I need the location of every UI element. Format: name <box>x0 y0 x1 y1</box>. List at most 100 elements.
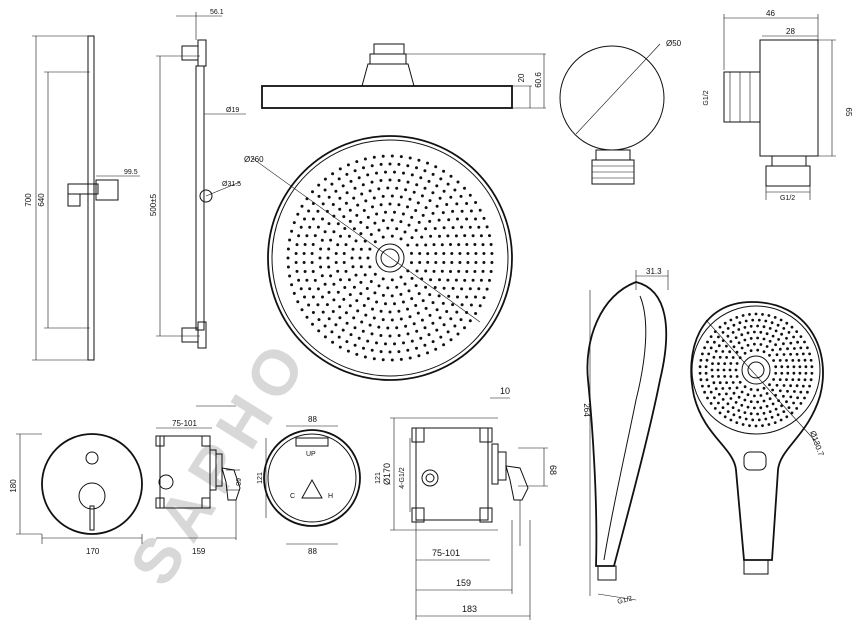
nozzle-dot <box>432 243 436 247</box>
nozzle-dot <box>307 303 311 307</box>
nozzle-dot <box>406 332 410 336</box>
nozzle-dot <box>393 342 396 346</box>
nozzle-dot <box>305 278 309 282</box>
nozzle-dot <box>393 302 396 306</box>
nozzle-dot <box>446 278 450 282</box>
nozzle-dot <box>331 310 335 313</box>
nozzle-dot <box>347 278 351 282</box>
nozzle-dot <box>414 209 418 212</box>
nozzle-dot <box>490 252 494 255</box>
nozzle-dot <box>327 265 331 269</box>
nozzle-dot <box>302 252 306 255</box>
nozzle-dot <box>447 218 451 222</box>
nozzle-dot <box>323 282 327 286</box>
nozzle-dot <box>721 350 725 353</box>
nozzle-dot <box>446 234 450 238</box>
nozzle-dot <box>741 314 745 317</box>
nozzle-dot <box>357 176 361 180</box>
nozzle-dot <box>713 340 716 344</box>
dim-outlet-height: 65 <box>844 108 853 117</box>
nozzle-dot <box>810 365 814 369</box>
nozzle-dot <box>342 215 346 219</box>
watermark: SAPHO <box>116 324 324 598</box>
nozzle-dot <box>342 297 346 301</box>
nozzle-dot <box>435 184 439 188</box>
hand-nozzle-dots <box>698 312 814 428</box>
nozzle-dot <box>368 189 372 193</box>
nozzle-dot <box>386 186 390 190</box>
hand-shower-side-view: 31.3 264 G1/2 <box>582 267 669 606</box>
nozzle-dot <box>415 346 418 350</box>
nozzle-dot <box>471 234 475 238</box>
nozzle-dot <box>438 316 442 320</box>
nozzle-dot <box>386 286 390 290</box>
nozzle-dot <box>810 371 814 375</box>
nozzle-dot <box>286 265 290 269</box>
nozzle-dot <box>735 421 739 424</box>
nozzle-dot <box>341 184 345 188</box>
nozzle-dot <box>410 297 414 301</box>
nozzle-dot <box>716 368 720 372</box>
nozzle-dot <box>703 346 706 350</box>
nozzle-dot <box>474 252 478 255</box>
nozzle-dot <box>458 252 462 255</box>
nozzle-dot <box>767 423 771 426</box>
nozzle-dot <box>424 227 428 231</box>
nozzle-dot <box>428 313 432 317</box>
nozzle-dot <box>338 305 342 309</box>
nozzle-dot <box>757 418 761 422</box>
nozzle-dot <box>468 319 472 323</box>
nozzle-dot <box>463 326 466 330</box>
nozzle-dot <box>738 415 742 419</box>
nozzle-dot <box>737 341 741 345</box>
nozzle-dot <box>388 162 392 166</box>
nozzle-dot <box>344 311 348 315</box>
nozzle-dot <box>384 302 387 306</box>
nozzle-dot <box>478 208 482 212</box>
nozzle-dot <box>717 375 720 378</box>
nozzle-dot <box>748 424 751 427</box>
nozzle-dot <box>365 226 369 229</box>
nozzle-dot <box>796 340 799 344</box>
nozzle-dot <box>346 349 350 353</box>
nozzle-dot <box>753 394 756 398</box>
nozzle-dot <box>714 349 718 353</box>
nozzle-dot <box>377 325 381 329</box>
nozzle-dot <box>317 329 321 333</box>
nozzle-dot <box>754 424 758 428</box>
nozzle-dot <box>323 335 327 339</box>
dim-rail-total: 700 <box>24 193 33 207</box>
nozzle-dot <box>801 352 805 356</box>
nozzle-dot <box>746 331 750 335</box>
nozzle-dot <box>759 330 763 334</box>
nozzle-dot <box>785 378 788 381</box>
nozzle-dot <box>729 375 733 378</box>
nozzle-dot <box>780 404 783 408</box>
nozzle-dot <box>349 179 353 183</box>
nozzle-dot <box>699 378 703 382</box>
nozzle-dot <box>442 261 446 264</box>
nozzle-dot <box>434 252 438 255</box>
nozzle-dot <box>327 247 331 251</box>
nozzle-dot <box>362 346 365 350</box>
nozzle-dot <box>790 325 794 329</box>
nozzle-dot <box>456 180 460 184</box>
nozzle-dot <box>406 307 409 311</box>
nozzle-dot <box>428 199 432 203</box>
nozzle-dot <box>403 282 407 286</box>
nozzle-dot <box>388 350 392 354</box>
nozzle-dot <box>397 350 401 354</box>
nozzle-dot <box>342 261 346 264</box>
nozzle-dot <box>778 389 782 393</box>
nozzle-dot <box>759 343 763 346</box>
nozzle-dot <box>321 202 325 206</box>
nozzle-dot <box>765 392 769 395</box>
nozzle-dot <box>711 362 714 365</box>
nozzle-dot <box>705 358 709 362</box>
nozzle-dot <box>445 203 449 206</box>
nozzle-dot <box>402 171 405 175</box>
nozzle-dot <box>782 394 785 398</box>
nozzle-dot <box>390 218 394 222</box>
nozzle-dot <box>372 155 376 159</box>
